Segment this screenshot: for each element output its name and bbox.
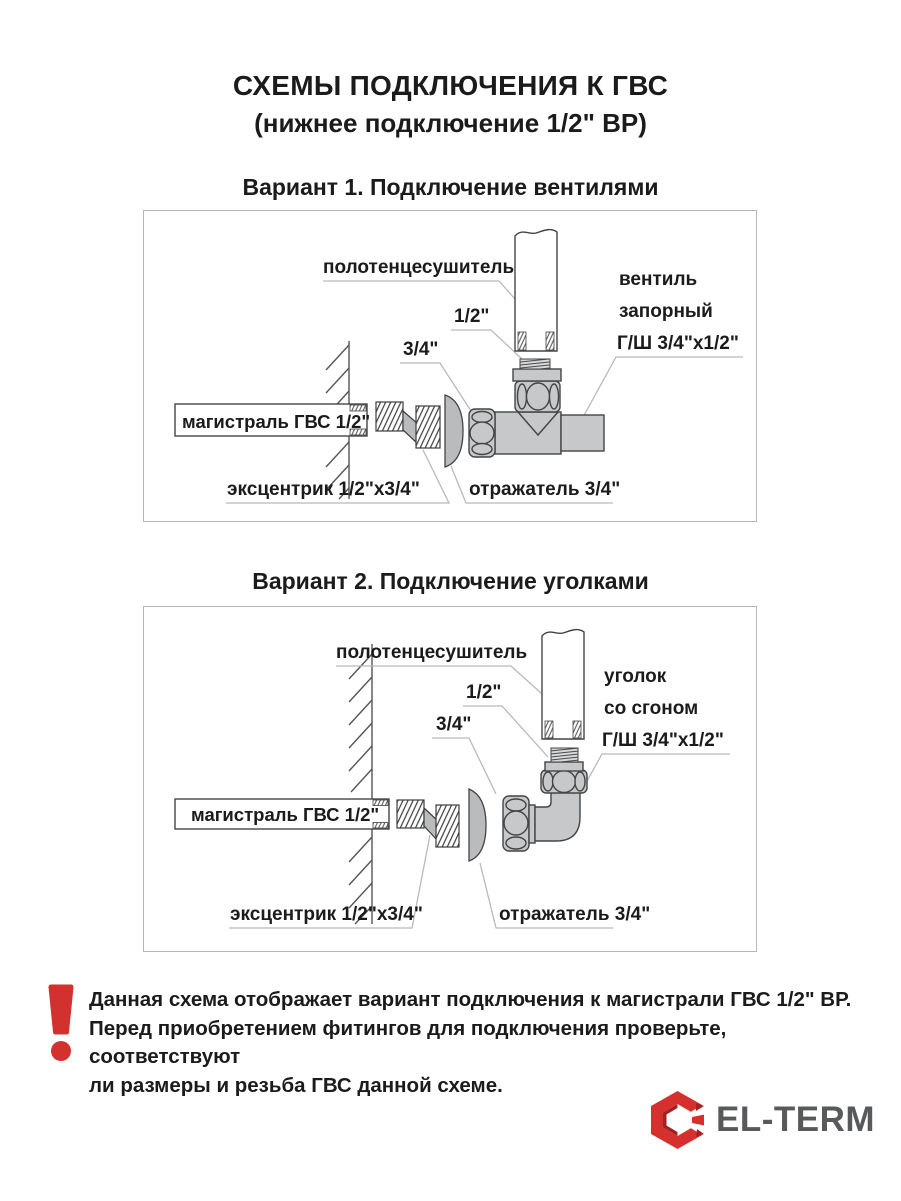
label-corner-3: Г/Ш 3/4"x1/2": [602, 730, 724, 751]
towel-rail-pipe: [541, 628, 585, 740]
male-thread: [519, 358, 551, 370]
el-term-logo-icon: [651, 1091, 705, 1149]
towel-rail-pipe: [514, 228, 558, 352]
el-term-logo-text: EL-TERM: [716, 1100, 876, 1139]
leader-lines: [226, 280, 743, 504]
label-eccentric: эксцентрик 1/2"x3/4": [230, 904, 423, 925]
label-half-inch: 1/2": [466, 682, 501, 703]
title-line-1: СХЕМЫ ПОДКЛЮЧЕНИЯ К ГВС: [232, 70, 669, 101]
label-three-quarter: 3/4": [436, 714, 471, 735]
reflector-dome: [468, 788, 487, 862]
label-three-quarter: 3/4": [403, 339, 438, 360]
label-half-inch: 1/2": [454, 306, 489, 327]
label-corner-2: со сгоном: [604, 698, 698, 719]
reflector-dome: [444, 394, 464, 468]
supply-pipe: [174, 403, 368, 437]
label-valve-1: вентиль: [619, 269, 697, 290]
label-eccentric: эксцентрик 1/2"x3/4": [227, 479, 420, 500]
exclamation-icon: [48, 984, 74, 1061]
label-reflector: отражатель 3/4": [499, 904, 650, 925]
brand-logo: EL-TERM: [650, 1090, 875, 1150]
variant1-heading: Вариант 1. Подключение вентилями: [242, 174, 659, 200]
supply-pipe: [174, 798, 390, 830]
label-reflector: отражатель 3/4": [469, 479, 620, 500]
label-valve-3: Г/Ш 3/4"x1/2": [617, 333, 739, 354]
male-thread: [550, 747, 579, 763]
document-title: СХЕМЫ ПОДКЛЮЧЕНИЯ К ГВС (нижнее подключе…: [0, 70, 901, 139]
variant2-diagram: полотенцесушитель 1/2" 3/4" уголок со сг…: [143, 606, 757, 952]
warning-note: Данная схема отображает вариант подключе…: [44, 984, 874, 1100]
label-valve-2: запорный: [619, 301, 713, 322]
title-line-2: (нижнее подключение 1/2" ВР): [254, 108, 647, 138]
warning-text: Данная схема отображает вариант подключе…: [89, 984, 874, 1100]
variant1-diagram: полотенцесушитель 1/2" 3/4" вентиль запо…: [143, 210, 757, 522]
label-main-line: магистраль ГВС 1/2": [182, 411, 370, 432]
label-main-line: магистраль ГВС 1/2": [191, 804, 379, 825]
wall: [348, 644, 373, 925]
eccentric-fitting: [396, 799, 460, 848]
label-corner-1: уголок: [604, 666, 667, 687]
warning-line-3: ли размеры и резьба ГВС данной схеме.: [89, 1073, 503, 1097]
leader-lines: [229, 665, 730, 929]
label-towel-rail: полотенцесушитель: [323, 257, 514, 278]
eccentric-fitting: [375, 401, 441, 449]
variant2-heading: Вариант 2. Подключение уголками: [252, 568, 649, 594]
valve-body: [468, 368, 605, 458]
warning-line-1: Данная схема отображает вариант подключе…: [89, 988, 852, 1011]
warning-line-2: Перед приобретением фитингов для подключ…: [89, 1016, 727, 1069]
label-towel-rail: полотенцесушитель: [336, 642, 527, 663]
elbow-body: [502, 761, 588, 852]
